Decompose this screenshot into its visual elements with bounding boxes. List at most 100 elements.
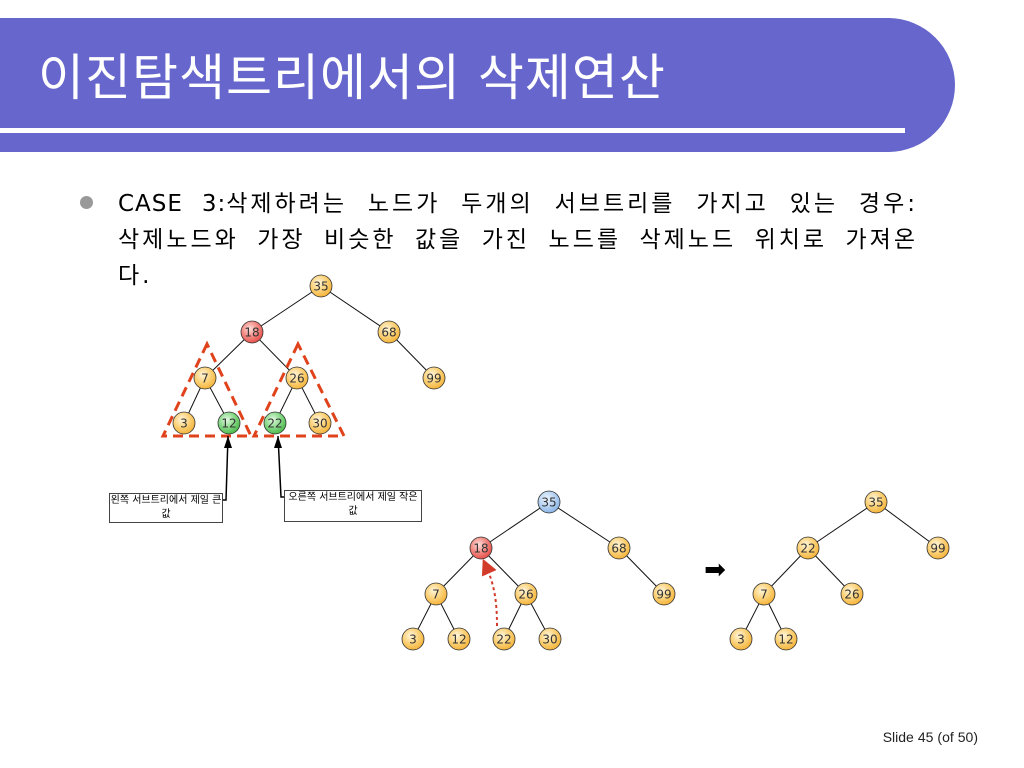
tree-original-node-30: 30: [308, 411, 332, 435]
node-label: 35: [541, 496, 556, 510]
node-circle: [538, 627, 562, 651]
node-circle: [193, 366, 217, 390]
tree-original-node-7: 7: [193, 366, 217, 390]
node-circle: [422, 366, 446, 390]
node-label: 3: [180, 417, 188, 431]
tree-original-node-3: 3: [172, 411, 196, 435]
tree-original-node-22: 22: [263, 411, 287, 435]
node-circle: [308, 411, 332, 435]
node-label: 12: [778, 633, 793, 647]
node-circle: [469, 536, 493, 560]
node-label: 26: [289, 372, 304, 386]
node-circle: [492, 627, 516, 651]
node-label: 99: [426, 372, 441, 386]
node-circle: [840, 582, 864, 606]
node-label: 12: [451, 633, 466, 647]
tree-result-edge: [875, 501, 939, 549]
node-circle: [752, 582, 776, 606]
tree-middle-node-30: 30: [538, 627, 562, 651]
node-label: 18: [473, 542, 488, 556]
node-label: 22: [800, 542, 815, 556]
node-circle: [607, 536, 631, 560]
node-circle: [401, 627, 425, 651]
footer-number: 45: [917, 729, 934, 745]
tree-result-node-22: 22: [796, 536, 820, 560]
node-label: 35: [313, 280, 328, 294]
tree-middle-node-35: 35: [537, 490, 561, 514]
left-callout-arrowhead: [224, 436, 232, 448]
tree-result-edge: [807, 501, 877, 549]
node-circle: [514, 582, 538, 606]
right-callout: 오른쪽 서브트리에서 제일 작은 값: [284, 490, 422, 522]
left-callout: 왼쪽 서브트리에서 제일 큰 값: [109, 493, 223, 523]
node-label: 35: [868, 496, 883, 510]
node-label: 3: [409, 633, 417, 647]
left-callout-pointer: [222, 435, 229, 501]
node-circle: [447, 627, 471, 651]
node-label: 7: [760, 588, 768, 602]
tree-middle-edge: [480, 501, 550, 549]
tree-result-node-99: 99: [926, 536, 950, 560]
footer-label: Slide: [882, 729, 914, 745]
slide-title: 이진탐색트리에서의 삭제연산: [38, 49, 666, 107]
node-circle: [537, 490, 561, 514]
node-label: 22: [267, 417, 282, 431]
left-subtree-marker: [160, 340, 254, 438]
node-label: 99: [930, 542, 945, 556]
node-circle: [285, 366, 309, 390]
node-label: 7: [201, 372, 209, 386]
node-label: 68: [381, 326, 396, 340]
tree-original-node-18: 18: [240, 320, 264, 344]
node-circle: [424, 582, 448, 606]
tree-original-node-99: 99: [422, 366, 446, 390]
tree-original-edge: [251, 285, 322, 333]
tree-result-node-3: 3: [729, 627, 753, 651]
node-circle: [263, 411, 287, 435]
footer-total: 50): [957, 729, 978, 745]
bullet-dot: [80, 196, 93, 209]
tree-result-node-7: 7: [752, 582, 776, 606]
tree-result-node-12: 12: [774, 627, 798, 651]
node-label: 30: [542, 633, 557, 647]
tree-result-node-26: 26: [840, 582, 864, 606]
node-label: 18: [244, 326, 259, 340]
node-label: 68: [611, 542, 626, 556]
case-description: 삭제하려는 노드가 두개의 서브트리를 가지고 있는 경우: 삭제노드와 가장 …: [118, 191, 918, 289]
tree-middle-node-12: 12: [447, 627, 471, 651]
replacement-arrow: [481, 558, 498, 627]
tree-middle-edge: [548, 501, 620, 549]
right-subtree-marker: [251, 340, 347, 438]
case-label: CASE 3:: [118, 191, 227, 217]
node-circle: [172, 411, 196, 435]
node-label: 99: [656, 588, 671, 602]
tree-middle-node-7: 7: [424, 582, 448, 606]
tree-middle-node-3: 3: [401, 627, 425, 651]
node-circle: [309, 274, 333, 298]
node-label: 26: [518, 588, 533, 602]
transition-arrow-icon: ➡: [704, 555, 726, 585]
edges-layer: [183, 285, 939, 640]
footer-of: (of: [937, 729, 954, 745]
tree-original-node-35: 35: [309, 274, 333, 298]
tree-original-node-68: 68: [377, 320, 401, 344]
node-label: 3: [737, 633, 745, 647]
nodes-layer: 35 18 68 7 26 99 3 12 22 30 35 18 68 7 26 99 3 12 22 30 35 22…: [172, 274, 950, 651]
title-underline: [0, 128, 905, 133]
node-circle: [652, 582, 676, 606]
tree-middle-node-99: 99: [652, 582, 676, 606]
node-label: 7: [432, 588, 440, 602]
tree-result-node-35: 35: [864, 490, 888, 514]
tree-middle-node-22: 22: [492, 627, 516, 651]
right-callout-arrowhead: [274, 436, 282, 448]
tree-original-node-12: 12: [217, 411, 241, 435]
tree-middle-node-18: 18: [469, 536, 493, 560]
tree-original-edge: [320, 285, 390, 333]
node-circle: [217, 411, 241, 435]
node-circle: [864, 490, 888, 514]
node-label: 22: [496, 633, 511, 647]
tree-original-node-26: 26: [285, 366, 309, 390]
tree-middle-node-68: 68: [607, 536, 631, 560]
node-label: 26: [844, 588, 859, 602]
